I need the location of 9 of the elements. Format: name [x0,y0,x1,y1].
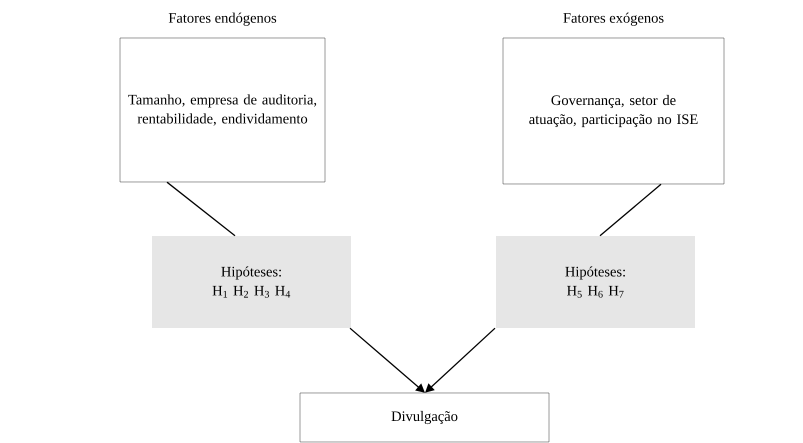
box-heading: Fatores endógenos [168,12,276,26]
hypothesis-box: Hipóteses: H$_{1}$ H$_{2}$ H$_{3}$ H$_{4}$ [152,236,351,328]
connector-line [600,184,662,236]
text-box: Governança, setor de atuação, participação no ISE [502,38,724,184]
connector-line [166,182,236,236]
text-box: Divulgação [300,392,550,442]
box-heading: Fatores exógenos [563,12,664,26]
hypothesis-box: Hipóteses: H$_{5}$ H$_{6}$ H$_{7}$ [496,236,695,328]
text-box: Tamanho, empresa de auditoria, rentabilidade, endividamento [120,38,326,182]
